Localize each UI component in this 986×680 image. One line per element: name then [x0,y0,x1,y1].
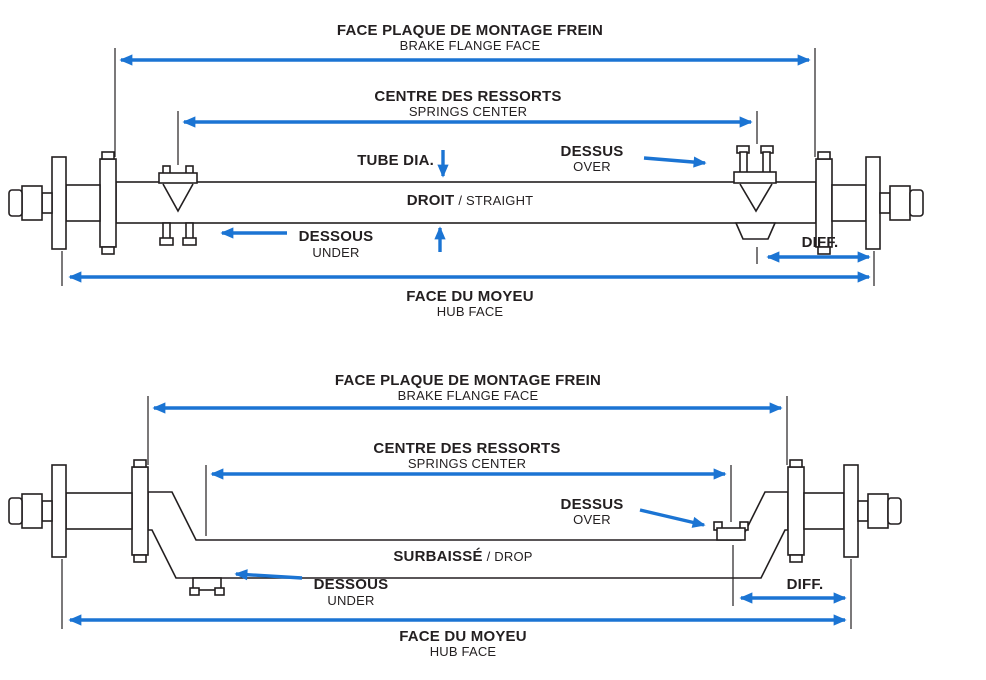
extension-lines-top [61,48,875,286]
over-label-en-bottom: OVER [573,512,611,527]
left-spring-seat-under [158,165,198,246]
axle-type-label-top: DROIT/ STRAIGHT [407,192,534,210]
left-hub-face-plate-drop [51,464,67,558]
right-spindle-end-cap [909,189,924,217]
left-brake-flange [99,158,117,248]
springs-center-label-en-top: SPRINGS CENTER [408,104,528,119]
right-spring-seat-over [733,145,777,240]
right-hub-face-plate [865,156,881,250]
brake-flange-face-label-fr-top: FACE PLAQUE DE MONTAGE FREIN [336,22,604,39]
right-flange-bolt-top [817,151,831,160]
left-spindle-thread-drop [41,500,53,522]
tube-dia-label: TUBE DIA. [357,152,434,169]
left-spindle-shaft-drop [65,492,133,530]
diff-label-top: DIFF. [801,234,839,251]
straight-axle-drawing [8,145,924,255]
right-spindle-shaft [831,184,867,222]
under-label-en-bottom: UNDER [327,593,375,608]
axle-tube [115,181,817,224]
left-spindle-thread [41,192,53,214]
left-flange-bolt-bottom-drop [133,554,147,563]
left-spindle-body [21,185,43,221]
diff-label-bottom: DIFF. [786,576,824,593]
hub-face-label-fr-bottom: FACE DU MOYEU [399,628,527,645]
axle-type-fr-top: DROIT [406,192,455,209]
hub-face-label-en-bottom: HUB FACE [429,644,497,659]
extension-lines-bottom [61,396,852,629]
axle-type-en-bottom: / DROP [486,549,533,564]
springs-center-label-fr-top: CENTRE DES RESSORTS [374,88,562,105]
right-flange-bolt-bottom-drop [789,554,803,563]
left-spindle-shaft [65,184,101,222]
hub-face-label-en-top: HUB FACE [436,304,504,319]
over-pointer-arrow-top [643,156,707,168]
brake-flange-face-label-en-top: BRAKE FLANGE FACE [399,38,541,53]
left-spring-seat-under-drop [189,577,225,596]
over-label-fr-top: DESSUS [560,143,624,160]
left-brake-flange-drop [131,466,149,556]
under-label-en-top: UNDER [312,245,360,260]
dimension-arrows-bottom [68,402,847,626]
axle-type-label-bottom: SURBAISSÉ/ DROP [393,548,532,566]
under-label-fr-bottom: DESSOUS [313,576,389,593]
left-spindle-end-cap-drop [8,497,23,525]
axle-type-fr-bottom: SURBAISSÉ [393,548,483,565]
right-hub-face-plate-drop [843,464,859,558]
left-flange-bolt-top-drop [133,459,147,468]
drop-axle-drawing [8,459,902,596]
left-hub-face-plate [51,156,67,250]
right-spring-seat-over-drop [713,521,749,541]
right-spindle-thread-drop [857,500,869,522]
left-flange-bolt-top [101,151,115,160]
left-spindle-end-cap [8,189,23,217]
right-spindle-shaft-drop [803,492,845,530]
right-spindle-body-drop [867,493,889,529]
hub-face-label-fr-top: FACE DU MOYEU [406,288,534,305]
left-flange-bolt-bottom [101,246,115,255]
springs-center-label-fr-bottom: CENTRE DES RESSORTS [373,440,561,457]
dimension-arrows-top [68,54,871,283]
right-spindle-thread [879,192,891,214]
axle-type-en-top: / STRAIGHT [458,193,534,208]
right-spindle-body [889,185,911,221]
brake-flange-face-label-en-bottom: BRAKE FLANGE FACE [397,388,539,403]
right-flange-bolt-top-drop [789,459,803,468]
over-label-fr-bottom: DESSUS [560,496,624,513]
right-brake-flange-drop [787,466,805,556]
over-label-en-top: OVER [573,159,611,174]
under-label-fr-top: DESSOUS [298,228,374,245]
right-spindle-end-cap-drop [887,497,902,525]
over-pointer-arrow-bottom [639,508,706,528]
brake-flange-face-label-fr-bottom: FACE PLAQUE DE MONTAGE FREIN [334,372,602,389]
springs-center-label-en-bottom: SPRINGS CENTER [407,456,527,471]
under-pointer-arrow-bottom [234,569,303,581]
left-spindle-body-drop [21,493,43,529]
